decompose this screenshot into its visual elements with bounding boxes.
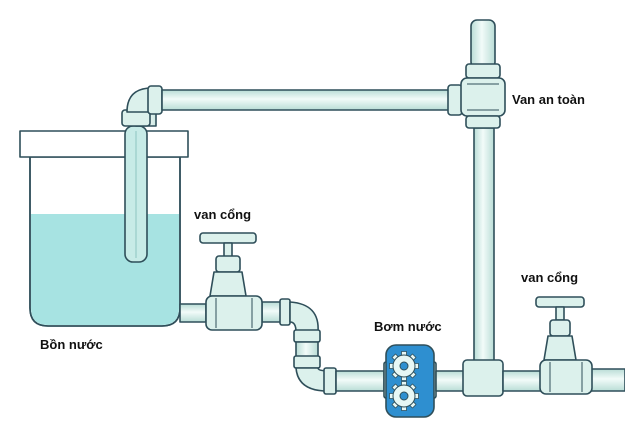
pump-gear-top: [389, 351, 419, 381]
return-pipe: [121, 84, 463, 127]
label-tank: Bồn nước: [40, 337, 103, 352]
inlet-dip-tube: [124, 125, 148, 263]
tank-water: [31, 214, 179, 325]
label-pump: Bơm nước: [374, 319, 442, 334]
water-tank: [19, 130, 189, 327]
handwheel-right: [535, 296, 585, 308]
handwheel-left: [199, 232, 257, 244]
safety-valve: [460, 63, 506, 129]
gate-valve-right: [535, 296, 593, 395]
pump-gear-bottom: [389, 381, 419, 411]
s-bend-pipe: [279, 298, 385, 395]
label-safety-valve: Van an toàn: [512, 92, 585, 107]
tank-lid: [19, 130, 189, 158]
discharge-pipe: [435, 359, 625, 397]
label-gate-valve-right: van cổng: [521, 270, 578, 285]
label-gate-valve-left: van cổng: [194, 207, 251, 222]
gate-valve-left: [199, 232, 263, 331]
pump: [383, 344, 437, 418]
